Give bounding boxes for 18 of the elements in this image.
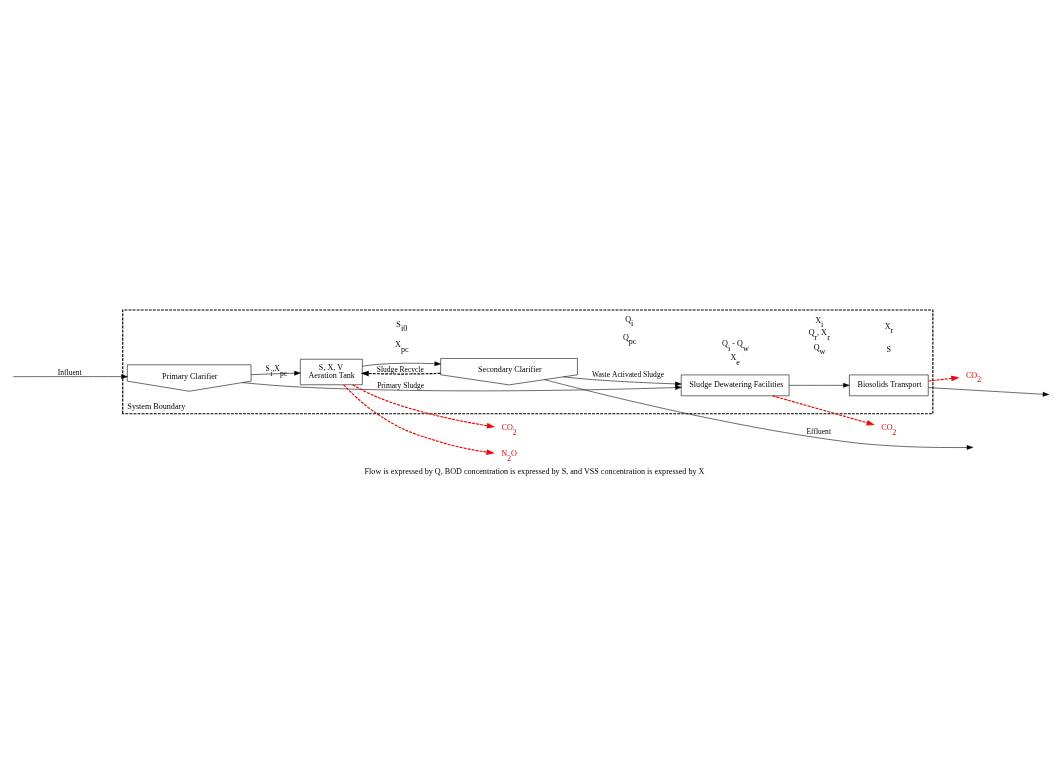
arrow (771, 395, 875, 426)
arrow (362, 361, 441, 367)
arrow (343, 384, 495, 455)
node-box: Sludge Dewatering Facilities (680, 374, 790, 397)
arrow (563, 376, 682, 387)
label: S (886, 344, 892, 354)
arrow (544, 379, 974, 450)
arrow (928, 387, 1050, 397)
node-box: Biosolids Transport (849, 374, 929, 397)
arrow (789, 383, 850, 388)
arrow (360, 370, 442, 377)
arrow (242, 382, 682, 392)
arrow (927, 375, 960, 382)
arrow (352, 384, 495, 429)
arrow (12, 374, 128, 379)
node-box: S, X, V Aeration Tank (300, 358, 363, 386)
caption: Flow is expressed by Q, BOD concentration is expressed by S, and VSS concentration is expressed by X (364, 467, 705, 477)
arrow (250, 370, 301, 376)
